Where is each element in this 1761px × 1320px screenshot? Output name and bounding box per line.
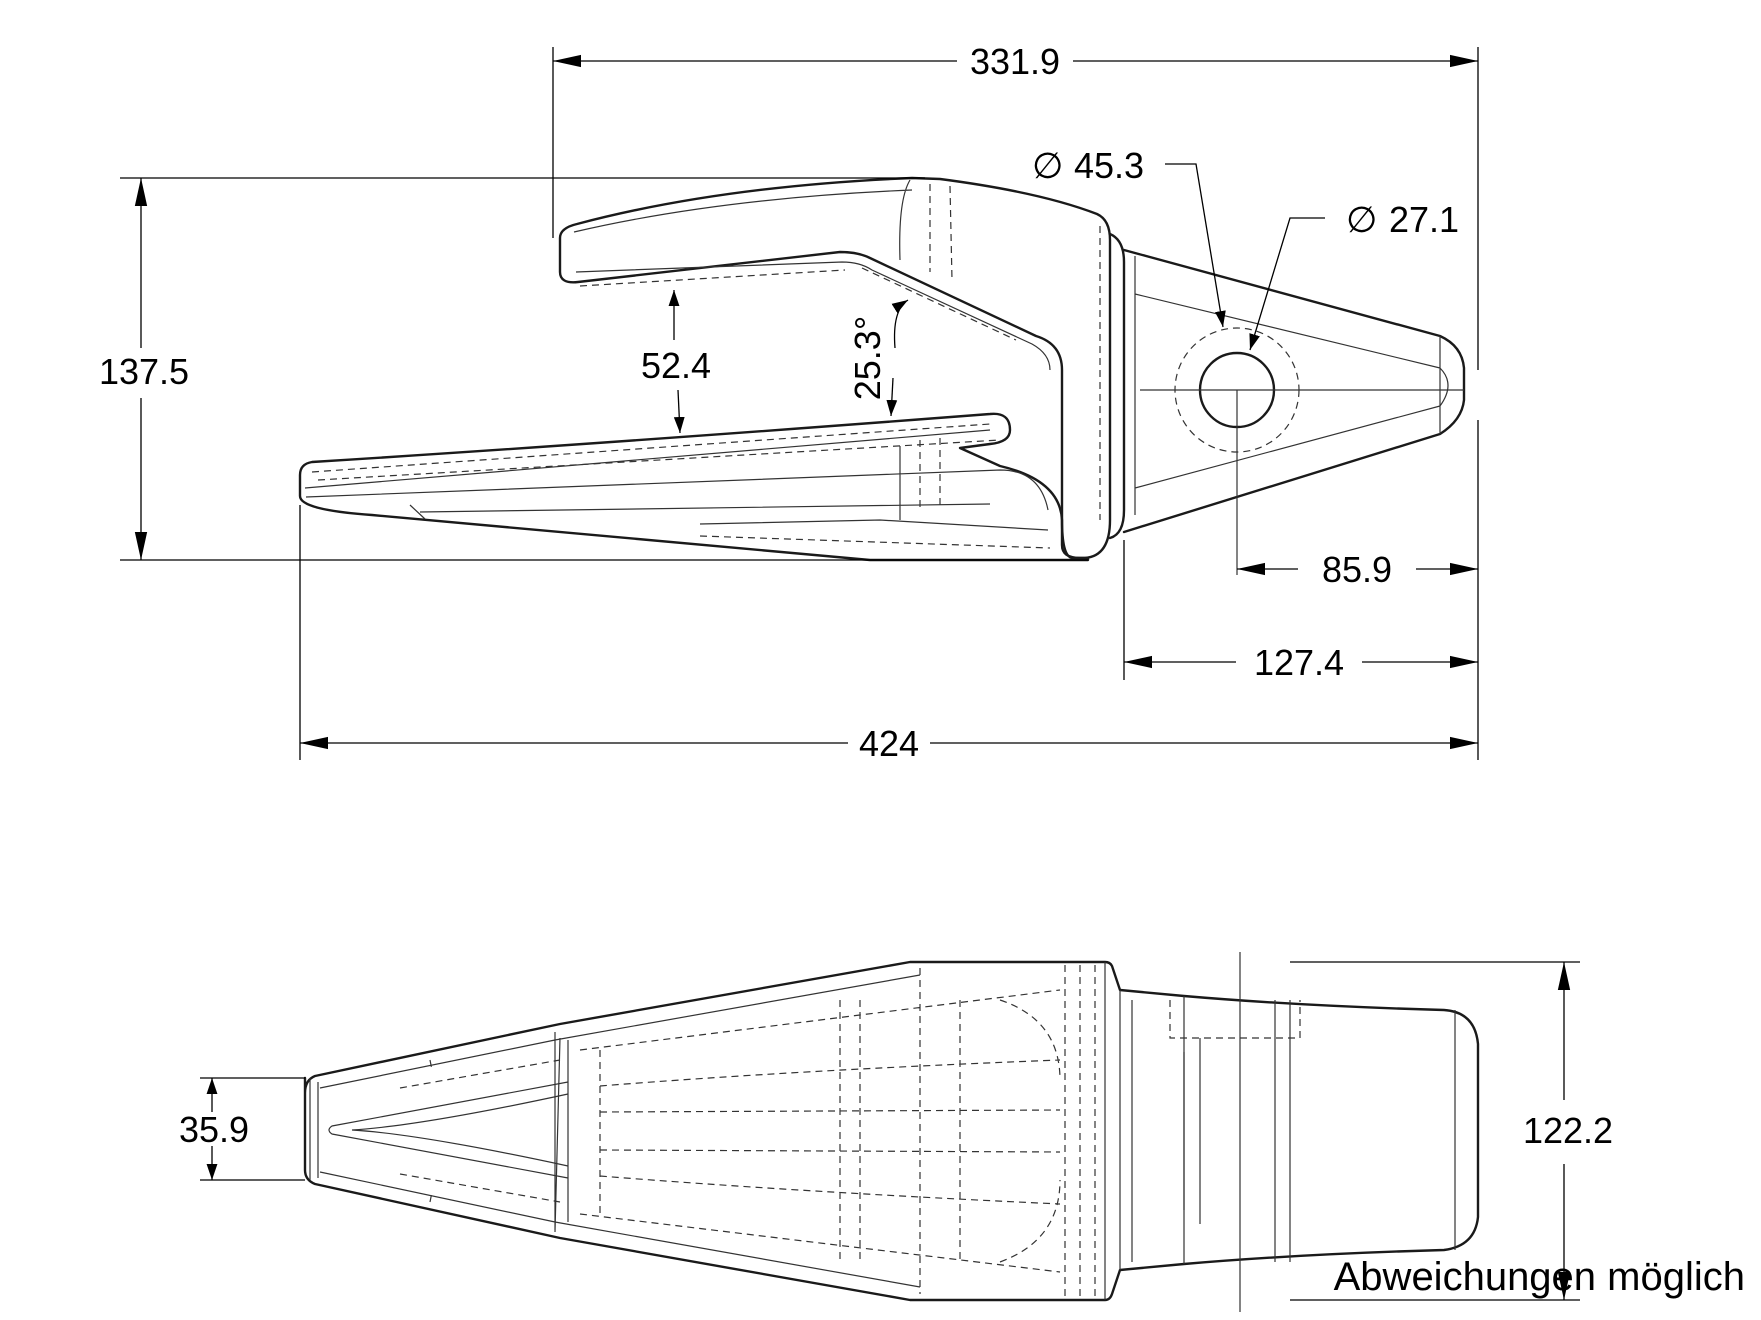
dim-height: 137.5 [99,351,189,392]
side-view-dimensions: 331.9 137.5 52.4 25.3° ∅ 45.3 ∅ 27.1 85.… [99,41,1479,764]
lower-prong-outline [298,412,1090,562]
dim-pocket-gap: 52.4 [641,345,711,386]
top-view [303,952,1480,1312]
top-view-shank-bore [1183,952,1291,1312]
top-view-outline [303,960,1480,1302]
upper-prong-inner-edge [573,179,1051,371]
top-view-dimensions: 35.9 122.2 [179,961,1613,1301]
shank-inner-edges [1134,256,1449,515]
dim-line-angle-bottom [886,377,898,417]
dim-line-pocket-gap-bottom [673,389,685,434]
dim-bore-inner: 27.1 [1389,199,1459,240]
dim-overall-width: 122.2 [1523,1110,1613,1151]
shank-outline [1108,232,1466,540]
dim-bore-inner-symbol: ∅ [1346,199,1377,240]
upper-prong-outline [558,176,1112,560]
lower-prong-hidden-lines [311,423,1051,549]
dim-shank-length: 127.4 [1254,642,1344,683]
bore-center-lines [1140,389,1464,575]
leader-bore-outer [1165,163,1226,328]
top-view-nose-slot [328,1081,569,1179]
leader-bore-inner [1249,217,1325,351]
lower-prong-inner-edges [304,429,1049,531]
dim-pin-to-tip: 85.9 [1322,549,1392,590]
dim-bore-outer: 45.3 [1074,145,1144,186]
top-extension-lines [200,961,1580,1301]
top-view-hidden-lines [399,965,1301,1298]
dim-pocket-angle: 25.3° [847,316,888,400]
side-view [298,176,1466,575]
dim-line-angle-top [891,299,909,349]
upper-prong-hidden-lines [579,184,1101,520]
disclaimer-note: Abweichungen möglich [1334,1255,1745,1299]
dim-bore-outer-symbol: ∅ [1032,145,1063,186]
dim-overall-length: 424 [859,723,919,764]
dim-top-length: 331.9 [970,41,1060,82]
dim-nose-width: 35.9 [179,1109,249,1150]
extension-lines [120,47,1479,760]
